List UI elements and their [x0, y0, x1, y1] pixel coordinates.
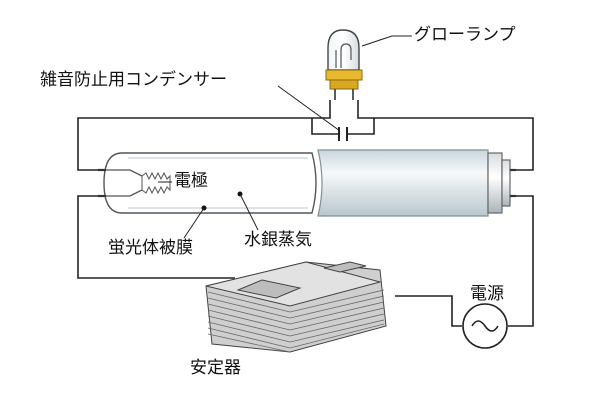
wire-left-top: [77, 100, 331, 171]
circuit-wires: [77, 100, 534, 327]
capacitor-label: 雑音防止用コンデンサー: [40, 70, 227, 90]
fluorescent-tube: [98, 149, 516, 217]
glow-lamp: [325, 29, 363, 100]
phosphor-coating-label: 蛍光体被膜: [108, 238, 193, 258]
wire-glow-right: [357, 100, 534, 171]
glow-lamp-label: グローランプ: [414, 25, 516, 45]
ballast-label: 安定器: [190, 358, 241, 378]
wire-ballast-to-source: [395, 295, 462, 327]
wire-capacitor-left: [311, 118, 338, 135]
ballast-transformer: [205, 261, 387, 353]
wire-capacitor-right: [348, 118, 375, 135]
leader-glow: [361, 35, 412, 47]
capacitor-symbol: [338, 127, 348, 141]
power-source-label: 電源: [470, 284, 504, 304]
leader-mercury: [239, 193, 259, 231]
leader-lines: [158, 35, 412, 239]
leader-phosphor: [183, 207, 205, 239]
electrode-label: 電極: [174, 171, 208, 191]
leader-capacitor: [277, 85, 341, 132]
wire-left-bottom: [77, 195, 235, 279]
mercury-vapor-label: 水銀蒸気: [244, 230, 312, 250]
wire-right-bottom: [508, 195, 534, 327]
ac-power-source: [462, 303, 508, 349]
